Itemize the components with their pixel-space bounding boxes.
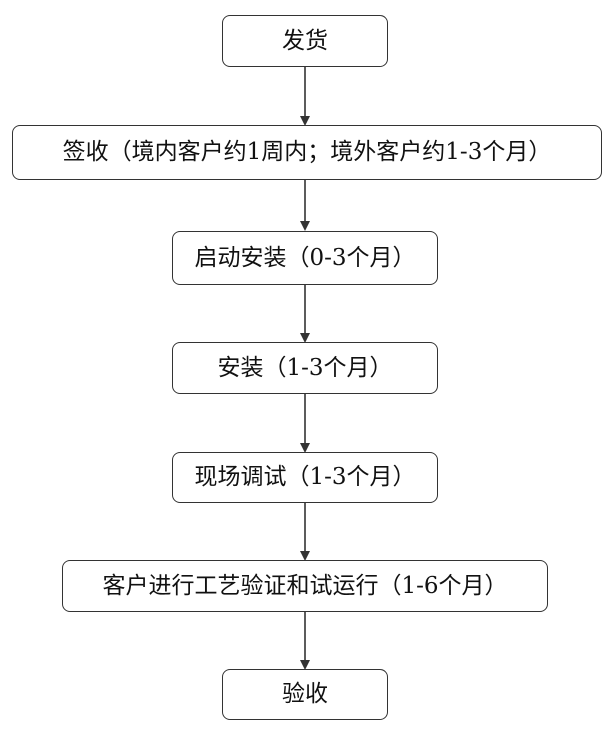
step-start-installation: 启动安装（0-3个月） xyxy=(172,231,438,285)
step-ship-label: 发货 xyxy=(282,27,328,54)
step-onsite-commissioning: 现场调试（1-3个月） xyxy=(172,452,438,503)
step-installation-label: 安装（1-3个月） xyxy=(217,354,393,381)
step-installation: 安装（1-3个月） xyxy=(172,342,438,394)
step-acceptance: 验收 xyxy=(222,669,388,720)
step-onsite-commissioning-label: 现场调试（1-3个月） xyxy=(194,464,416,490)
step-process-validation: 客户进行工艺验证和试运行（1-6个月） xyxy=(62,560,548,612)
step-start-installation-label: 启动安装（0-3个月） xyxy=(194,244,416,271)
step-ship: 发货 xyxy=(222,15,388,67)
step-receipt: 签收（境内客户约1周内；境外客户约1-3个月） xyxy=(12,125,602,180)
step-acceptance-label: 验收 xyxy=(282,681,328,707)
step-receipt-label: 签收（境内客户约1周内；境外客户约1-3个月） xyxy=(62,139,552,165)
step-process-validation-label: 客户进行工艺验证和试运行（1-6个月） xyxy=(102,572,508,599)
